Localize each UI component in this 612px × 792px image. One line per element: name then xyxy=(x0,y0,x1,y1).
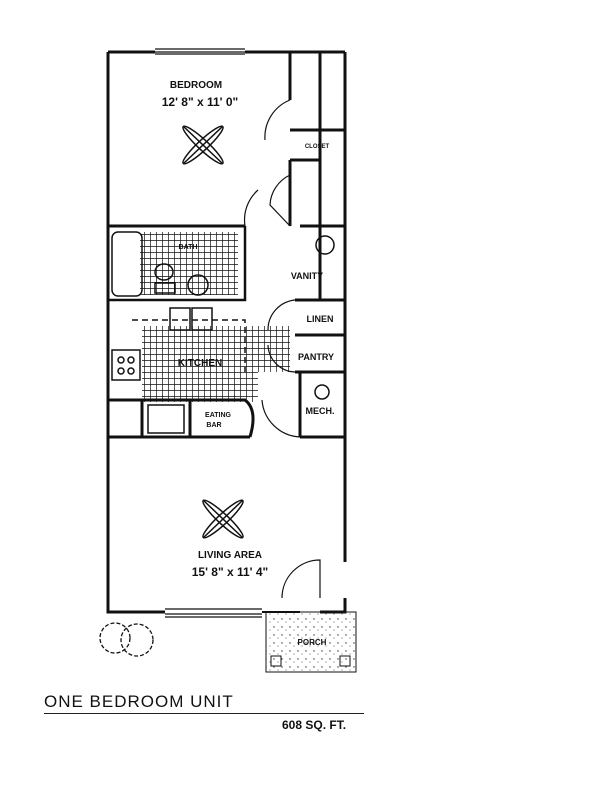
linen-label: LINEN xyxy=(307,314,334,324)
living-fan-icon xyxy=(202,499,244,539)
bedroom-label: BEDROOM xyxy=(170,80,222,91)
living-size: 15' 8" x 11' 4" xyxy=(192,565,268,579)
mech-label: MECH. xyxy=(306,406,335,416)
door-swings xyxy=(243,99,321,599)
fixtures xyxy=(111,231,335,434)
vanity-sink xyxy=(315,235,335,255)
walls xyxy=(106,50,347,614)
vanity-label: VANITY xyxy=(291,271,323,281)
bedroom-fan-icon xyxy=(182,125,224,165)
eating-bar-label-1: EATING xyxy=(205,412,231,419)
toilet xyxy=(154,263,174,281)
bath-sink xyxy=(187,274,209,296)
refrigerator xyxy=(147,404,185,434)
bathtub xyxy=(111,231,143,297)
windows xyxy=(155,48,262,618)
kitchen-label: KITCHEN xyxy=(178,358,222,369)
plan-title: ONE BEDROOM UNIT xyxy=(44,692,234,711)
porch-label: PORCH xyxy=(298,638,327,647)
stove xyxy=(111,349,141,381)
bedroom-size: 12' 8" x 11' 0" xyxy=(162,95,238,109)
porch xyxy=(265,611,357,673)
kitchen-sink-right xyxy=(191,307,213,331)
bath-label: BATH xyxy=(179,244,198,251)
pantry-label: PANTRY xyxy=(298,352,334,362)
water-heater xyxy=(314,384,330,400)
eating-bar-label-2: BAR xyxy=(206,422,221,429)
tile-floors xyxy=(140,232,290,402)
toilet-tank xyxy=(154,282,176,294)
closet-label: CLOSET xyxy=(305,144,330,150)
title-underline xyxy=(44,713,364,714)
kitchen-sink-left xyxy=(169,307,191,331)
living-label: LIVING AREA xyxy=(198,550,262,561)
ceiling-fans xyxy=(182,125,244,539)
square-footage: 608 SQ. FT. xyxy=(282,718,347,732)
shrubs xyxy=(99,622,154,657)
